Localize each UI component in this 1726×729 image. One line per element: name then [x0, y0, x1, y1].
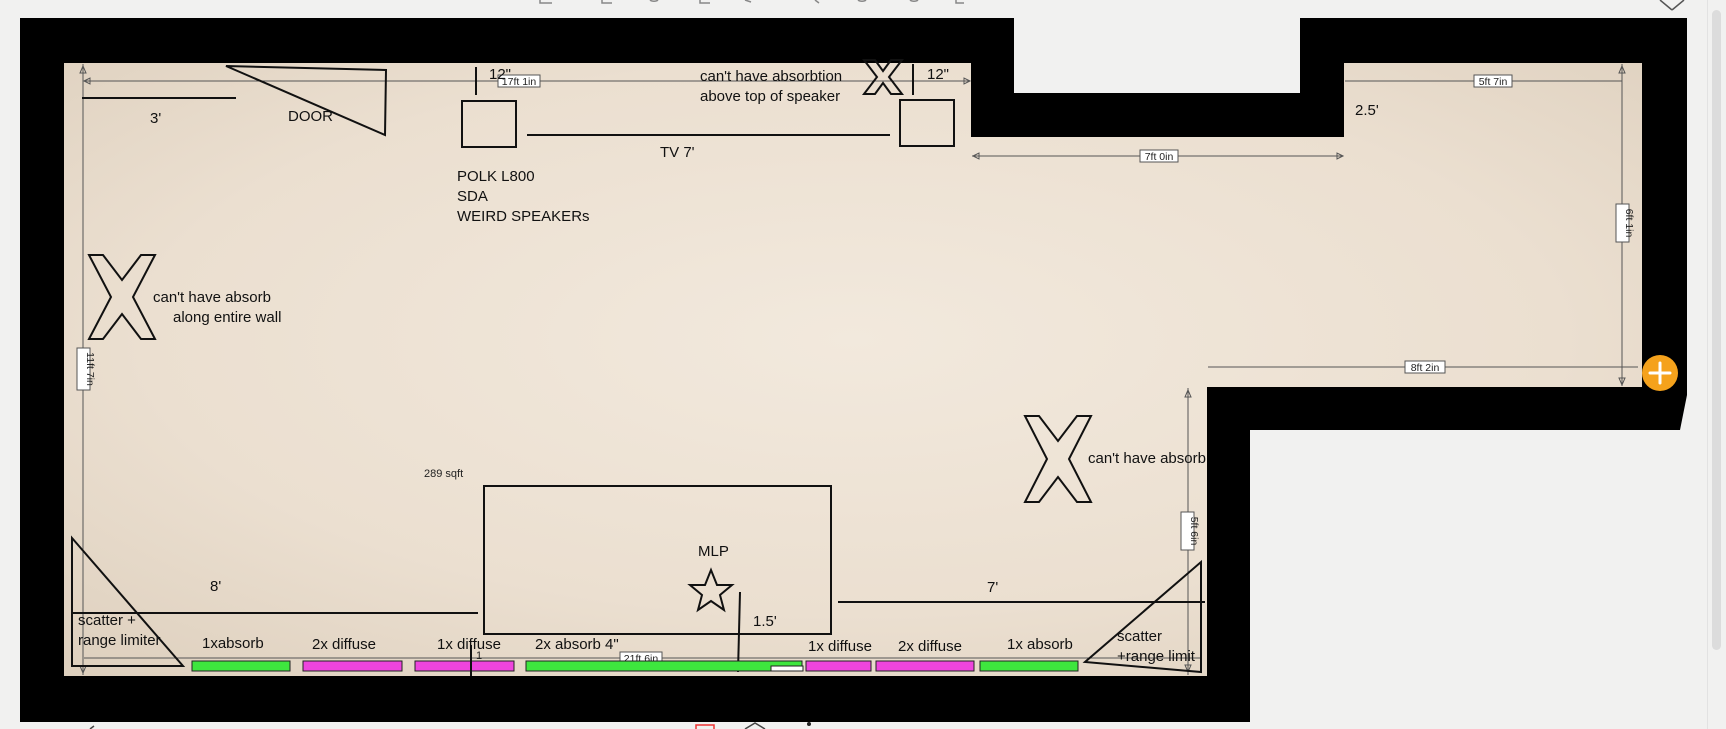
- no-absorb-left-line2: along entire wall: [173, 309, 281, 326]
- bottom-toolbar-remnant: [89, 722, 811, 729]
- panel-mark-label: 1: [476, 650, 482, 662]
- no-absorb-x-icon: [87, 254, 157, 340]
- plus-icon: [1648, 361, 1672, 385]
- area-label: 289 sqft: [424, 468, 463, 480]
- speaker-gap-right-label: 12": [927, 66, 949, 83]
- toolbar-remnant: [539, 0, 964, 4]
- no-absorb-x-icon: [1023, 415, 1093, 503]
- dim-top-length: 17ft 1in: [502, 76, 537, 88]
- scatter-right[interactable]: [1082, 559, 1202, 674]
- dim-left-height: 11ft 7in: [84, 352, 96, 386]
- dim-notch-width: 7ft 0in: [1145, 151, 1174, 163]
- panel-label-7: 1x absorb: [1007, 636, 1073, 653]
- panel-diffuse: [805, 660, 872, 672]
- dim-alcove-width: 5ft 7in: [1479, 76, 1508, 88]
- scatter-left-line2: range limiter: [78, 632, 161, 649]
- panel-label-6: 2x diffuse: [898, 638, 962, 655]
- panel-absorb: [191, 660, 291, 672]
- left-distance-label: 8': [210, 578, 221, 595]
- panel-label-1: 1xabsorb: [202, 635, 264, 652]
- tv-label: TV 7': [660, 144, 695, 161]
- close-icon[interactable]: [1659, 0, 1685, 11]
- scrollbar-thumb[interactable]: [1712, 10, 1721, 650]
- speaker-gap-left-label: 12": [489, 66, 511, 83]
- dim-alcove-depth: 6ft 1in: [1623, 209, 1635, 238]
- mlp-offset-label: 1.5': [753, 613, 777, 630]
- mlp-offset-line: [737, 591, 741, 673]
- door-swing: [225, 65, 388, 137]
- speakers-label-line2: SDA: [457, 188, 488, 205]
- speaker-right[interactable]: [899, 99, 955, 147]
- no-absorb-x-icon: [861, 59, 905, 95]
- treatment-panels[interactable]: [191, 660, 1079, 672]
- speakers-label-line3: WEIRD SPEAKERs: [457, 208, 590, 225]
- add-button[interactable]: [1642, 355, 1678, 391]
- mlp-label: MLP: [698, 543, 729, 560]
- panel-absorb: [525, 660, 803, 672]
- panel-absorb: [979, 660, 1079, 672]
- no-absorb-top-line2: above top of speaker: [700, 88, 840, 105]
- speaker-left[interactable]: [461, 100, 517, 148]
- scatter-right-line2: +range limit: [1117, 648, 1196, 665]
- panel-label-3: 1x diffuse: [437, 636, 501, 653]
- dim-bump-width: 8ft 2in: [1411, 362, 1440, 374]
- scatter-left-line1: scatter +: [78, 612, 136, 629]
- alcove-offset-label: 2.5': [1355, 102, 1379, 119]
- panel-marker: [770, 665, 804, 672]
- panel-label-5: 1x diffuse: [808, 638, 872, 655]
- door-label: DOOR: [288, 108, 333, 125]
- panel-diffuse: [414, 660, 515, 672]
- no-absorb-left-line1: can't have absorb: [153, 289, 271, 306]
- star-icon[interactable]: [687, 567, 735, 613]
- no-absorb-right-label: can't have absorb: [1088, 450, 1206, 467]
- vertical-scrollbar[interactable]: [1707, 0, 1726, 729]
- no-absorb-top-line1: can't have absorbtion: [700, 68, 842, 85]
- room-floor: [64, 63, 1642, 676]
- dim-bump-depth: 5ft 6in: [1188, 517, 1200, 546]
- mlp-zone[interactable]: [483, 485, 832, 635]
- scatter-left[interactable]: [71, 535, 186, 667]
- panel-label-2: 2x diffuse: [312, 636, 376, 653]
- panel-diffuse: [302, 660, 403, 672]
- scatter-right-line1: scatter: [1117, 628, 1162, 645]
- panel-diffuse: [875, 660, 975, 672]
- right-distance-label: 7': [987, 579, 998, 596]
- door-width-label: 3': [150, 110, 161, 127]
- speakers-label-line1: POLK L800: [457, 168, 535, 185]
- panel-label-4: 2x absorb 4": [535, 636, 619, 653]
